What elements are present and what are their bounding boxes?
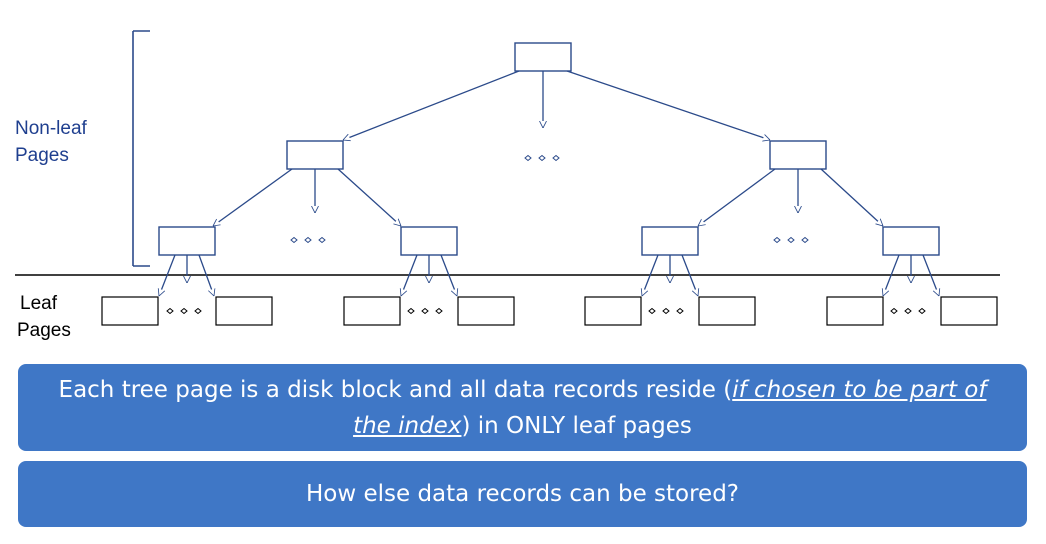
tree-edge	[440, 254, 457, 296]
question-callout-text: How else data records can be stored?	[305, 481, 740, 507]
tree-edge	[681, 254, 698, 296]
tree-edge	[883, 254, 900, 296]
leaf-node	[940, 296, 998, 326]
tree-edge	[337, 168, 401, 226]
leaf-node	[215, 296, 273, 326]
level3-node-4	[882, 226, 940, 256]
tree-edge	[159, 254, 176, 296]
ellipsis-dots	[290, 236, 326, 244]
ellipsis-dots	[524, 154, 560, 162]
callout-emphasis: if chosen to be part of the index	[353, 376, 987, 439]
callout-text-before: Each tree page is a disk block and all d…	[58, 376, 733, 403]
level3-node-2	[400, 226, 458, 256]
ellipsis-dots	[166, 307, 202, 315]
ellipsis-dots	[648, 307, 684, 315]
level2-node-left	[286, 140, 344, 170]
leaf-node	[698, 296, 756, 326]
tree-edge	[698, 168, 776, 226]
non-leaf-label-line2: Pages	[15, 145, 69, 166]
tree-edge	[213, 168, 293, 226]
tree-diagram	[15, 30, 1000, 326]
non-leaf-pages-label: Non-leaf Pages	[15, 115, 87, 169]
tree-edge	[343, 70, 520, 140]
ellipsis-dots	[890, 307, 926, 315]
tree-edge	[566, 70, 770, 140]
tree-edge	[401, 254, 418, 296]
leaf-pages-label: Leaf Pages	[17, 290, 71, 344]
tree-edge	[820, 168, 883, 226]
leaf-label-line2: Pages	[17, 320, 71, 341]
leaf-node	[101, 296, 159, 326]
disk-block-callout-text: Each tree page is a disk block and all d…	[38, 372, 1007, 444]
callout-text-after: ) in ONLY leaf pages	[461, 412, 692, 439]
non-leaf-bracket	[132, 30, 150, 267]
root-node	[514, 42, 572, 72]
level2-node-right	[769, 140, 827, 170]
disk-block-callout: Each tree page is a disk block and all d…	[18, 364, 1027, 451]
leaf-node	[343, 296, 401, 326]
leaf-node	[826, 296, 884, 326]
tree-edge	[922, 254, 939, 296]
question-callout: How else data records can be stored?	[18, 461, 1027, 527]
leaf-node	[457, 296, 515, 326]
level3-node-1	[158, 226, 216, 256]
non-leaf-label-line1: Non-leaf	[15, 118, 87, 139]
tree-edge	[642, 254, 659, 296]
leaf-label-line1: Leaf	[20, 293, 57, 314]
level3-node-3	[641, 226, 699, 256]
ellipsis-dots	[407, 307, 443, 315]
ellipsis-dots	[773, 236, 809, 244]
leaf-node	[584, 296, 642, 326]
tree-edge	[198, 254, 214, 296]
